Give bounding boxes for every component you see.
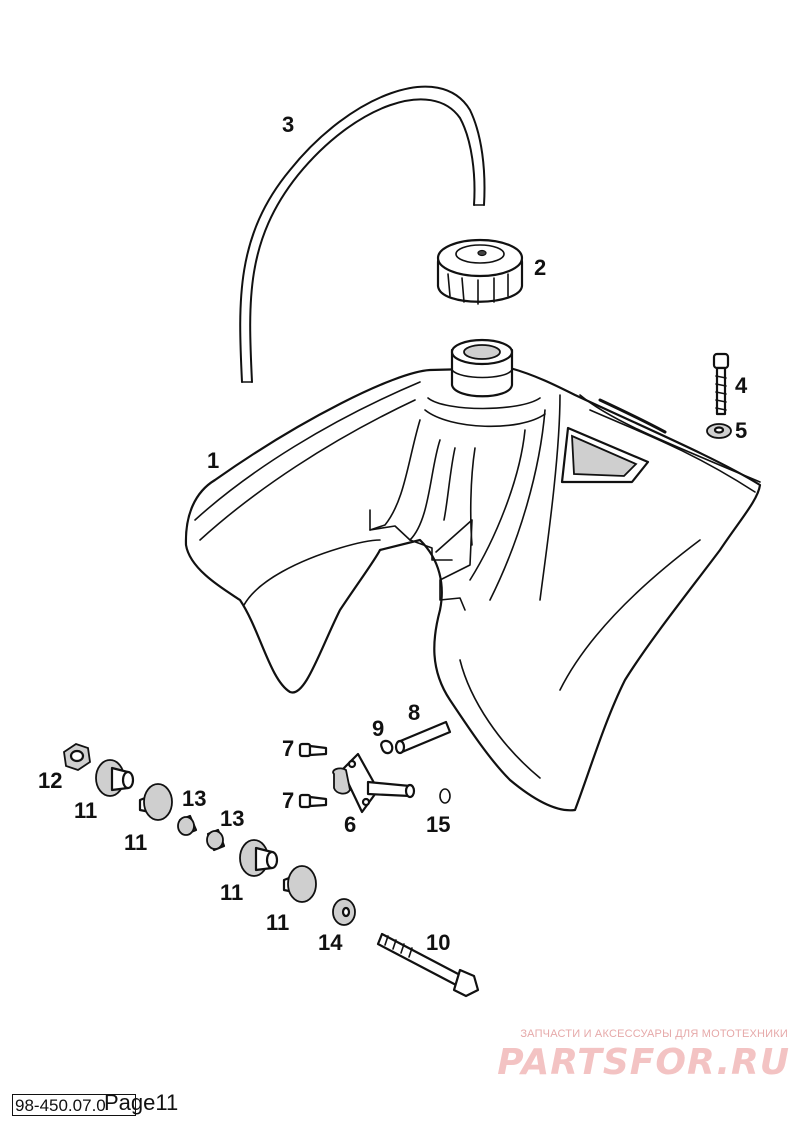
rubber-bushing-3 bbox=[239, 839, 279, 877]
o-ring bbox=[439, 788, 451, 804]
callout-11-b: 11 bbox=[124, 830, 147, 855]
callout-11-d: 11 bbox=[266, 910, 289, 935]
callout-3: 3 bbox=[282, 112, 294, 137]
callout-labels: 1 2 3 4 5 6 7 7 8 9 10 11 11 11 11 12 13… bbox=[38, 112, 748, 955]
callout-14: 14 bbox=[318, 930, 343, 955]
callout-7-lower: 7 bbox=[282, 788, 294, 813]
callout-2: 2 bbox=[534, 255, 546, 280]
page-label: Page11 bbox=[104, 1090, 179, 1115]
callout-7-upper: 7 bbox=[282, 736, 294, 761]
callout-13-b: 13 bbox=[220, 806, 244, 831]
drawing-code: 98-450.07.0 bbox=[12, 1094, 136, 1116]
callout-10: 10 bbox=[426, 930, 450, 955]
breather-hose bbox=[239, 85, 486, 383]
callout-15: 15 bbox=[426, 812, 450, 837]
callout-8: 8 bbox=[408, 700, 420, 725]
screw-7-lower bbox=[298, 793, 328, 809]
fuel-tap bbox=[332, 752, 416, 814]
rubber-bushing-1 bbox=[95, 759, 135, 797]
washer-5 bbox=[706, 423, 732, 439]
spacer-sleeve-1 bbox=[177, 814, 198, 836]
tank-screw bbox=[712, 352, 730, 416]
mounting-bolt bbox=[376, 932, 480, 998]
callout-11-a: 11 bbox=[74, 798, 97, 823]
nut-12 bbox=[63, 743, 91, 771]
callout-11-c: 11 bbox=[220, 880, 243, 905]
callout-13-a: 13 bbox=[182, 786, 206, 811]
washer-14 bbox=[332, 898, 356, 926]
fuel-tank bbox=[184, 338, 762, 812]
fuel-pipe bbox=[394, 720, 452, 755]
rubber-bushing-2 bbox=[138, 783, 173, 821]
callout-4: 4 bbox=[735, 373, 748, 398]
callout-12: 12 bbox=[38, 768, 62, 793]
fuel-cap bbox=[436, 238, 524, 305]
callout-5: 5 bbox=[735, 418, 747, 443]
spacer-sleeve-2 bbox=[206, 828, 226, 852]
callout-6: 6 bbox=[344, 812, 356, 837]
callout-9: 9 bbox=[372, 716, 384, 741]
watermark-logo: PARTSFOR.RU bbox=[497, 1042, 790, 1083]
screw-7-upper bbox=[298, 742, 328, 758]
callout-1: 1 bbox=[207, 448, 219, 473]
watermark-caption: ЗАПЧАСТИ И АКСЕССУАРЫ ДЛЯ МОТОТЕХНИКИ bbox=[520, 1028, 788, 1040]
rubber-bushing-4 bbox=[282, 865, 317, 903]
hose-clip bbox=[380, 739, 394, 755]
